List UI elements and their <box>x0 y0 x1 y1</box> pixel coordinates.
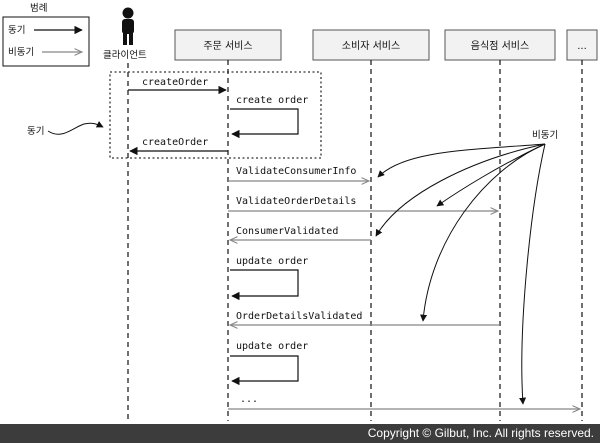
more-services-label: ... <box>577 41 587 52</box>
legend-box <box>2 16 90 67</box>
async-pointer-order-details-validated <box>420 143 546 322</box>
msg-create-order-request: createOrder <box>142 77 208 88</box>
client-actor: 클라이언트 <box>103 7 147 61</box>
more-services-box <box>566 29 598 61</box>
msg-consumer-validated: ConsumerValidated <box>236 226 338 237</box>
sync-callout-label: 동기 <box>27 126 44 137</box>
legend: 범례 동기 비동기 <box>2 3 90 67</box>
msg-create-order-self: create order <box>236 95 308 106</box>
async-pointer-ellipsis <box>519 143 546 405</box>
client-head-icon <box>122 7 134 19</box>
msg-ellipsis: ... <box>240 394 258 405</box>
order-service-label: 주문 서비스 <box>203 40 252 52</box>
restaurant-service-box <box>444 29 556 61</box>
msg-order-details-validated: OrderDetailsValidated <box>236 311 362 322</box>
client-body-icon <box>122 19 134 34</box>
order-service-box <box>174 29 282 61</box>
consumer-service-box <box>312 29 430 61</box>
legend-title: 범례 <box>30 3 47 14</box>
arrow-update-order-2 <box>230 355 299 386</box>
sync-callout-arrow <box>47 121 104 135</box>
msg-update-order-1: update order <box>236 256 308 267</box>
msg-validate-consumer-info: ValidateConsumerInfo <box>236 166 356 177</box>
sync-frame <box>109 71 322 159</box>
legend-sync-label: 동기 <box>8 25 25 36</box>
msg-update-order-2: update order <box>236 341 308 352</box>
restaurant-service-label: 음식점 서비스 <box>471 40 529 52</box>
arrow-create-order-self <box>230 108 299 139</box>
msg-validate-order-details: ValidateOrderDetails <box>236 196 356 207</box>
async-pointer-consumer-validated <box>375 143 546 237</box>
consumer-service-label: 소비자 서비스 <box>342 40 400 52</box>
copyright-text: Copyright © Gilbut, Inc. All rights rese… <box>367 426 594 440</box>
footer-bar: Copyright © Gilbut, Inc. All rights rese… <box>0 424 600 443</box>
async-callout-arrows <box>375 143 546 405</box>
legend-async-label: 비동기 <box>8 47 34 58</box>
client-label: 클라이언트 <box>103 49 147 61</box>
async-pointer-validate-consumer <box>377 143 546 178</box>
async-callout-label: 비동기 <box>532 130 558 141</box>
msg-create-order-response: createOrder <box>142 137 208 148</box>
arrow-update-order-1 <box>230 269 299 301</box>
